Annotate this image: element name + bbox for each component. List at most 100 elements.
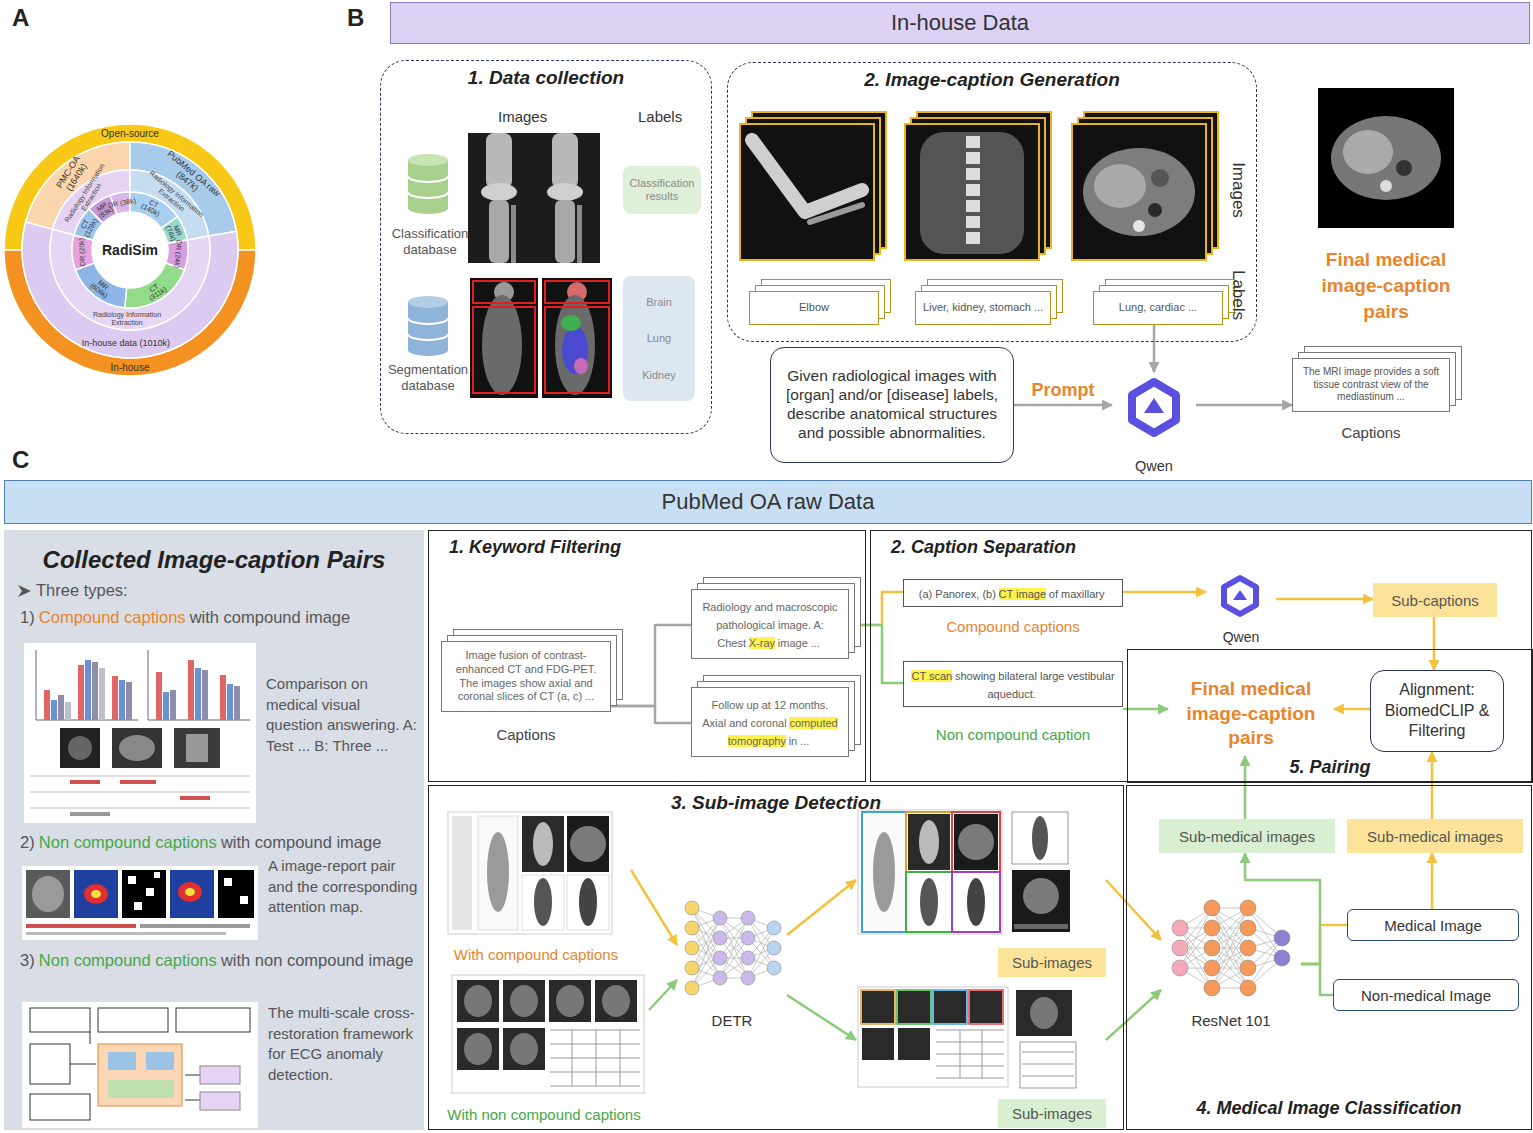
sample-figure-part [112, 728, 162, 768]
sample-figure-part [60, 728, 100, 768]
label-text: Three types: [36, 581, 128, 600]
network-neuron [685, 941, 699, 955]
network-icons [685, 900, 1290, 996]
detected-sub-images-part [1012, 870, 1070, 932]
detected-sub-images-part-part [862, 812, 906, 932]
detected-sub-images-part [954, 814, 998, 870]
list-text: 2) [20, 833, 35, 851]
abdomen-mri-part [1083, 148, 1195, 236]
neural-network-icon [685, 901, 781, 995]
sample-figure-part [119, 680, 125, 720]
caption-card: Radiology and macroscopic pathological i… [691, 589, 849, 659]
detected-sub-images-part [1032, 816, 1048, 860]
detected-sub-images-part-part [952, 812, 1000, 872]
sample-figure-part [74, 870, 118, 918]
sample-figure-part [218, 870, 254, 918]
sample-figure-part [170, 870, 214, 918]
label-text: B [347, 4, 364, 32]
sample-figure-part [98, 1044, 182, 1106]
chart-label: Open-source [101, 128, 159, 139]
detected-sub-images-part [970, 991, 1002, 1023]
detected-sub-images-part-part [952, 872, 1000, 932]
sample-figure-part [92, 662, 98, 720]
detected-sub-images-part-part [897, 990, 931, 1024]
non-compound-figure-part [503, 980, 545, 1022]
qwen-logo-part [1132, 382, 1176, 433]
sample-figure-part [91, 890, 101, 898]
label-text: A image-report pair and the correspondin… [268, 856, 423, 918]
detected-sub-images-part [1014, 924, 1068, 929]
node-text: Elbow [799, 301, 829, 314]
list-item: 1)Compound captionswith compound image [20, 606, 420, 629]
sample-figure-part [186, 734, 208, 762]
network-neuron [1240, 940, 1256, 956]
final-mri-image-part [1318, 88, 1454, 228]
caption-card: CT scanshowing bilateral large vestibula… [903, 661, 1123, 751]
spine-ct-part-part [966, 232, 980, 244]
image-stack-part [1072, 124, 1206, 260]
node-text: Alignment: BiomedCLIP & Filtering [1375, 680, 1499, 742]
network-neuron [767, 961, 781, 975]
network-neuron [713, 951, 727, 965]
database-icon-part [408, 160, 448, 214]
label-text: Comparison on medical visual question an… [266, 674, 421, 757]
node-text: Medical Image [1384, 917, 1482, 934]
sample-figure-part [108, 1080, 174, 1098]
node-text: 1. Keyword Filtering [449, 537, 621, 558]
network-neuron [1240, 900, 1256, 916]
network-neuron [1240, 920, 1256, 936]
sample-figure-part-part [176, 1008, 250, 1032]
detected-sub-images-part [908, 874, 950, 930]
database-icon-part [408, 318, 448, 340]
sample-figure [22, 866, 258, 940]
network-link [720, 918, 748, 978]
result-text: Final medical image-caption pairs [1168, 672, 1334, 756]
model-icon: Qwen [1206, 573, 1276, 645]
network-neuron [713, 911, 727, 925]
compound-figure [448, 812, 612, 934]
list-text: with compound image [190, 608, 351, 626]
chart-label: In-house data (1010k) [66, 339, 186, 349]
connector [1276, 598, 1373, 601]
sub-caption-box: Sub-captions [1373, 583, 1497, 617]
chart-label: DR (38k) [107, 197, 136, 209]
sample-figure-part [58, 695, 64, 720]
detected-sub-images-part [1020, 1042, 1076, 1088]
prompt-box: Given radiological images with [organ] a… [770, 347, 1014, 463]
spine-ct-part-part [966, 216, 980, 228]
sample-figure-part [122, 870, 166, 918]
text-label: B [347, 4, 364, 32]
ct-segmentation-image-part [561, 315, 581, 331]
connector [1123, 708, 1168, 711]
label-text: DR (20k) [78, 238, 87, 266]
network-neuron [685, 921, 699, 935]
donut-chart [4, 124, 256, 376]
node-text: Sub-captions [1391, 592, 1479, 609]
compound-figure-part [452, 816, 472, 930]
label-text: DR (24k) [173, 240, 183, 269]
network-neuron [1204, 980, 1220, 996]
detected-sub-images [858, 987, 1076, 1088]
sample-figure-part [188, 660, 194, 720]
node-text: 2. Image-caption Generation [864, 69, 1120, 91]
label-text: Final medical image-caption pairs [1306, 247, 1466, 326]
node-text: Brain [646, 296, 672, 308]
label-text: Labels [1228, 270, 1248, 320]
node-text: Sub-medical images [1179, 828, 1315, 845]
non-compound-figure-part [452, 975, 644, 1093]
sample-figure-part [51, 700, 57, 720]
abdomen-mri-part [1094, 164, 1146, 208]
edge-label-text: Prompt [1032, 380, 1095, 401]
node-text: Qwen [1223, 629, 1260, 645]
node-text: With compound captions [454, 946, 618, 963]
spine-ct-part-part [966, 152, 980, 164]
sample-figure-part [202, 670, 208, 720]
chart-label: DR (20k) [78, 238, 87, 266]
sample-figure-part-part [70, 1032, 240, 1100]
compound-figure-part [579, 878, 597, 926]
connector [611, 706, 691, 723]
connector [631, 870, 677, 945]
sample-figure-part [200, 1066, 240, 1084]
text-label: Final medical image-caption pairs [1306, 247, 1466, 326]
label-text: The multi-scale cross-restoration framew… [268, 1003, 423, 1086]
